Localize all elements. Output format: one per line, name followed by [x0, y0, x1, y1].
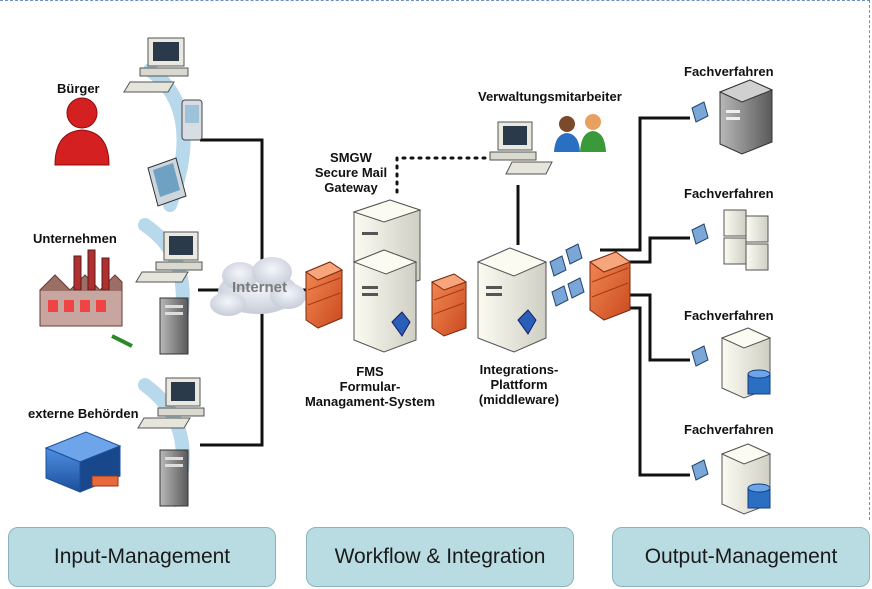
factory-icon: [39, 249, 133, 348]
label-fachverfahren: Fachverfahren: [684, 422, 774, 437]
server-icon: [718, 79, 774, 155]
label-smgw-line: Secure Mail: [314, 165, 388, 180]
label-verwaltungsmitarbeiter: Verwaltungsmitarbeiter: [478, 89, 622, 104]
pda-icon: [181, 99, 203, 141]
diagram-frame: [0, 0, 870, 520]
footer-input-management: Input-Management: [8, 527, 276, 587]
label-integrations-plattform: Integrations- Plattform (middleware): [464, 362, 574, 407]
firewall-icon: [430, 273, 468, 337]
label-fachverfahren: Fachverfahren: [684, 64, 774, 79]
label-fms-line: FMS: [356, 364, 384, 379]
computer-icon: [489, 121, 553, 175]
server-icon: [159, 449, 189, 507]
label-fachverfahren: Fachverfahren: [684, 308, 774, 323]
database-server-icon: [720, 443, 772, 515]
label-smgw-line: Gateway: [324, 180, 378, 195]
computer-icon: [135, 231, 203, 283]
people-icon: [554, 114, 606, 152]
database-cube-icon: [44, 431, 122, 493]
label-fms-line: Formular-: [339, 379, 401, 394]
label-unternehmen: Unternehmen: [33, 231, 117, 246]
label-fms: FMS Formular- Managament-System: [300, 364, 440, 409]
label-integrations-line: (middleware): [478, 392, 560, 407]
footer-workflow-integration: Workflow & Integration: [306, 527, 574, 587]
smgw-dotted-link: [395, 156, 492, 194]
label-smgw-line: SMGW: [330, 150, 372, 165]
server-icon: [476, 247, 548, 353]
database-server-icon: [720, 327, 772, 399]
label-internet: Internet: [232, 279, 288, 296]
server-icon: [352, 249, 418, 353]
firewall-icon: [588, 251, 632, 321]
server-icon: [159, 297, 189, 355]
computer-icon: [137, 377, 205, 429]
label-externe-behoerden: externe Behörden: [28, 406, 139, 421]
footer-output-management: Output-Management: [612, 527, 870, 587]
label-smgw: SMGW Secure Mail Gateway: [296, 150, 406, 195]
label-fachverfahren: Fachverfahren: [684, 186, 774, 201]
label-integrations-line: Integrations-: [479, 362, 559, 377]
label-buerger: Bürger: [57, 81, 100, 96]
label-fms-line: Managament-System: [304, 394, 436, 409]
connector-icon: [691, 101, 709, 481]
cloud-icon: [210, 257, 306, 316]
tablet-icon: [147, 157, 187, 207]
firewall-icon: [304, 261, 344, 329]
computer-icon: [123, 37, 189, 93]
person-icon: [54, 97, 110, 166]
connector-icon: [549, 243, 585, 307]
server-cluster-icon: [723, 209, 769, 271]
input-curve-bands: [138, 63, 191, 507]
label-integrations-line: Plattform: [490, 377, 548, 392]
